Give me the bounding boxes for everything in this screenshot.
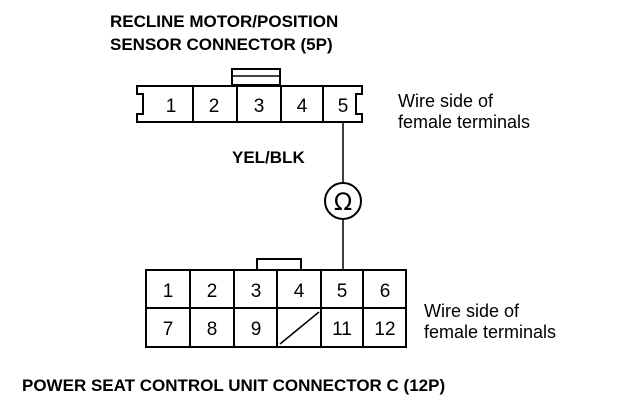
bottom-pin-8: 8 [207,319,218,340]
top-pin-1: 1 [166,96,177,117]
bottom-pin-6: 6 [380,281,391,302]
top-connector-body [136,85,363,123]
bottom-connector-pins: 1 2 3 4 5 6 7 8 9 11 12 [163,281,396,340]
top-connector-title-line1: RECLINE MOTOR/POSITION [110,12,338,31]
bottom-pin-7: 7 [163,319,174,340]
bottom-pin-1: 1 [163,281,174,302]
top-connector-pins: 1 2 3 4 5 [166,96,349,117]
bottom-pin-12: 12 [374,319,395,340]
bottom-connector-title: POWER SEAT CONTROL UNIT CONNECTOR C (12P… [22,376,445,395]
ohmmeter-icon: Ω [324,182,362,220]
top-pin-5: 5 [338,96,349,117]
top-pin-2: 2 [209,96,220,117]
top-wire-side-note-line1: Wire side of [398,91,494,111]
top-wire-side-note-line2: female terminals [398,112,530,132]
bottom-pin-9: 9 [251,319,262,340]
ohm-symbol: Ω [334,188,352,216]
top-connector-lock-tab [231,68,281,86]
bottom-pin-2: 2 [207,281,218,302]
unused-cavity-slash [279,311,320,345]
bottom-pin-5: 5 [337,281,348,302]
top-pin-3: 3 [254,96,265,117]
bottom-wire-side-note-line1: Wire side of [424,301,520,321]
bottom-pin-4: 4 [294,281,305,302]
top-pin-4: 4 [297,96,308,117]
bottom-pin-11: 11 [332,319,352,340]
bottom-pin-3: 3 [251,281,262,302]
bottom-connector-12p [145,258,407,348]
bottom-wire-side-note-line2: female terminals [424,322,556,342]
top-connector-5p [136,68,363,123]
top-connector-title-line2: SENSOR CONNECTOR (5P) [110,35,333,54]
wire-color-label: YEL/BLK [232,148,305,167]
bottom-connector-lock-tab [256,258,302,271]
